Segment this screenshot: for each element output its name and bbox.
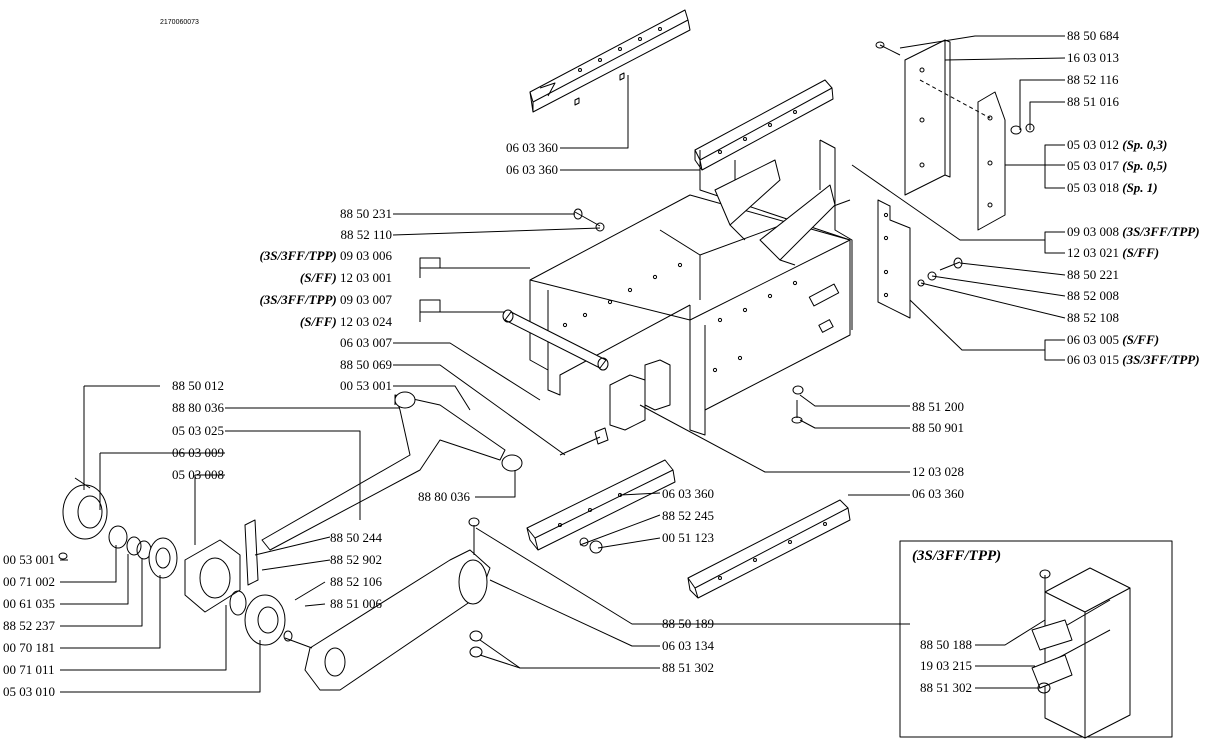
plate-large — [904, 39, 951, 196]
axle-rod — [502, 309, 609, 371]
part-label: 00 71 002 — [3, 574, 55, 589]
part-label: 00 53 001 — [340, 378, 392, 393]
part-label: 05 03 025 — [172, 423, 224, 438]
part-label: 88 50 189 — [662, 616, 714, 631]
part-label: 05 03 008 — [172, 467, 224, 482]
hub-assembly — [58, 477, 286, 646]
part-label: 00 71 011 — [3, 662, 55, 677]
rail-frame-top — [694, 79, 834, 171]
part-label: 88 52 106 — [330, 574, 382, 589]
part-label: 88 52 237 — [3, 618, 55, 633]
swing-arm — [261, 391, 523, 551]
bolts — [573, 41, 1035, 424]
part-label: 88 52 110 — [340, 227, 392, 242]
part-label: 06 03 360 — [506, 162, 558, 177]
part-label: 16 03 013 — [1067, 50, 1119, 65]
part-label: 88 51 302 — [662, 660, 714, 675]
part-label: 88 51 200 — [912, 399, 964, 414]
document-id: 2170060073 — [160, 19, 199, 26]
part-label: 06 03 015 (3S/3FF/TPP) — [1067, 352, 1200, 367]
bolt-axis — [919, 79, 991, 119]
part-label: 06 03 009 — [172, 445, 224, 460]
part-label: (3S/3FF/TPP) 09 03 007 — [259, 292, 392, 307]
part-label: 00 51 123 — [662, 530, 714, 545]
part-label: 05 03 010 — [3, 684, 55, 699]
part-label: 88 50 901 — [912, 420, 964, 435]
rail-lower-left — [526, 459, 676, 551]
part-label: 88 51 302 — [920, 680, 972, 695]
part-label: 88 52 116 — [1067, 72, 1119, 87]
leader-lines — [60, 35, 1066, 693]
part-label: 05 03 017 (Sp. 0,5) — [1067, 158, 1168, 173]
part-label: 06 03 360 — [912, 486, 964, 501]
part-label: 88 50 684 — [1067, 28, 1119, 43]
part-label: 06 03 360 — [662, 486, 714, 501]
part-label: 88 50 221 — [1067, 267, 1119, 282]
nut — [589, 540, 603, 554]
part-label: 00 53 001 — [3, 552, 55, 567]
part-label: 12 03 028 — [912, 464, 964, 479]
part-label: 05 03 018 (Sp. 1) — [1067, 180, 1158, 195]
part-label: 88 50 012 — [172, 378, 224, 393]
part-label: 00 70 181 — [3, 640, 55, 655]
part-label: (3S/3FF/TPP) 09 03 006 — [259, 248, 392, 263]
part-label: 06 03 005 (S/FF) — [1067, 332, 1160, 347]
part-label: (S/FF) 12 03 001 — [299, 270, 392, 285]
part-label: 88 80 036 — [418, 489, 470, 504]
part-label: 88 51 006 — [330, 596, 382, 611]
part-label: 06 03 007 — [340, 335, 392, 350]
part-label: 09 03 008 (3S/3FF/TPP) — [1067, 224, 1200, 239]
part-label: 88 52 245 — [662, 508, 714, 523]
part-label: 88 50 244 — [330, 530, 382, 545]
clamp-block — [559, 359, 671, 456]
part-label: 00 61 035 — [3, 596, 55, 611]
part-label: 88 50 231 — [340, 206, 392, 221]
crank-arm — [283, 517, 491, 691]
part-label: 12 03 021 (S/FF) — [1067, 245, 1160, 260]
inset-box — [899, 540, 1173, 739]
part-label: (S/FF) 12 03 024 — [299, 314, 392, 329]
part-label: 05 03 012 (Sp. 0,3) — [1067, 137, 1168, 152]
part-label: 19 03 215 — [920, 658, 972, 673]
part-label: 88 52 108 — [1067, 310, 1119, 325]
part-label: 88 50 188 — [920, 637, 972, 652]
part-label: 06 03 360 — [506, 140, 558, 155]
part-label: 88 52 008 — [1067, 288, 1119, 303]
rail-top — [529, 9, 691, 113]
side-bracket — [877, 199, 911, 319]
plate-spacer — [977, 91, 1006, 231]
part-label: 88 51 016 — [1067, 94, 1119, 109]
main-frame — [529, 139, 853, 436]
part-label: 88 50 069 — [340, 357, 392, 372]
part-label: 06 03 134 — [662, 638, 714, 653]
rail-lower-right — [687, 499, 851, 599]
inset-title: (3S/3FF/TPP) — [912, 548, 1002, 564]
part-label: 88 80 036 — [172, 400, 224, 415]
part-label: 88 52 902 — [330, 552, 382, 567]
